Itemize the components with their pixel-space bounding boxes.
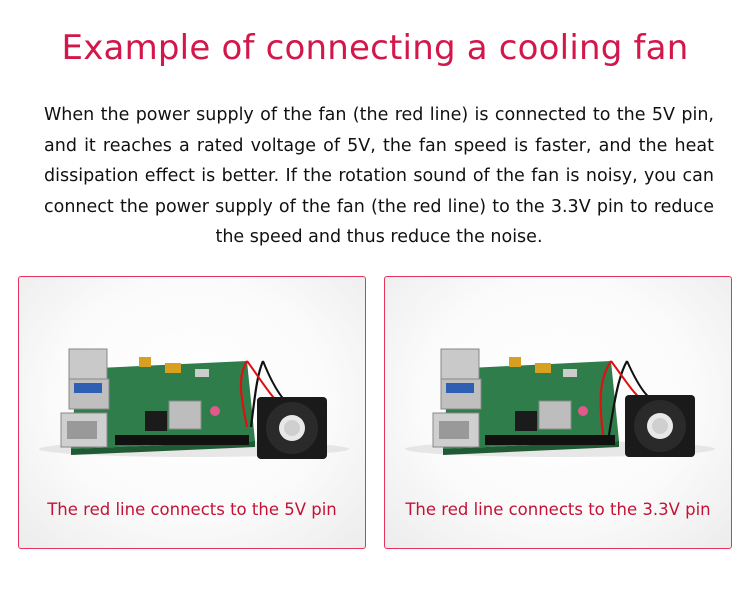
board-fan-photo-3v3 — [405, 348, 715, 457]
example-panel-5v: The red line connects to the 5V pin — [18, 276, 366, 549]
caption-5v: The red line connects to the 5V pin — [47, 500, 337, 519]
caption-3v3: The red line connects to the 3.3V pin — [405, 500, 711, 519]
board-fan-photo-5v — [39, 348, 349, 459]
description-text: When the power supply of the fan (the re… — [44, 105, 714, 247]
example-panel-3v3: The red line connects to the 3.3V pin — [384, 276, 732, 549]
page-title: Example of connecting a cooling fan — [61, 28, 689, 68]
